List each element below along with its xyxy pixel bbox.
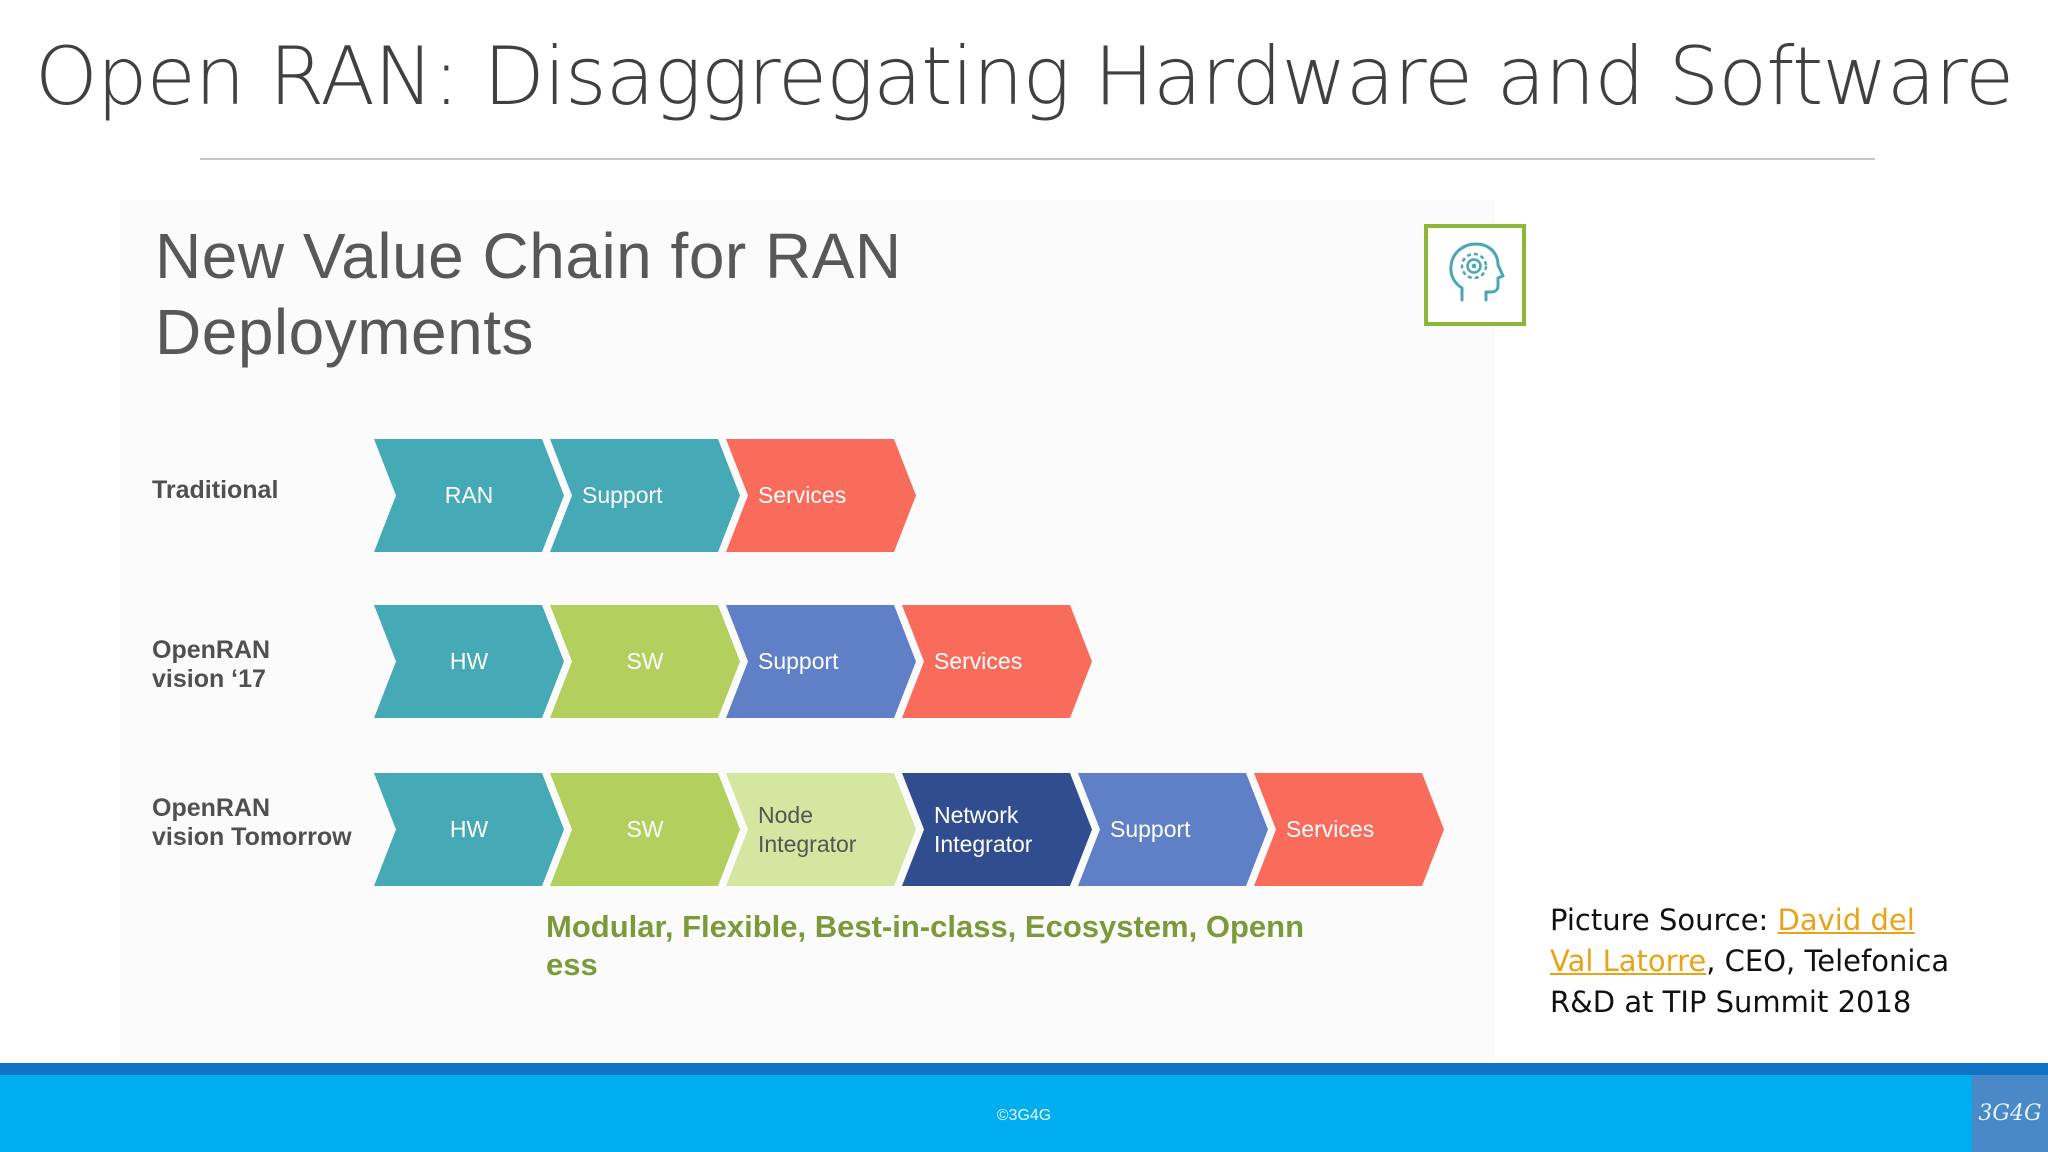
row-label: Traditional <box>152 476 278 505</box>
chevron-label: Support <box>1110 773 1191 886</box>
footer-bar <box>0 1075 2048 1152</box>
chevron-step: Services <box>902 605 1092 718</box>
chevron-step: Services <box>726 439 916 552</box>
chevron-label-line: Integrator <box>758 830 857 857</box>
panel-heading-line-1: New Value Chain for RAN <box>155 220 902 292</box>
chevron-label-line: Node <box>758 801 813 828</box>
panel-heading: New Value Chain for RAN Deployments <box>155 218 1015 370</box>
chevron-label-line: Support <box>582 482 663 508</box>
chevron-label-line: Services <box>934 648 1023 674</box>
chevron-shape <box>902 773 1092 886</box>
chevron-label-line: HW <box>449 816 489 842</box>
chevron-label-line: Services <box>758 482 847 508</box>
chevron-label: Services <box>758 439 846 552</box>
chevron-label-line: HW <box>449 648 489 674</box>
footer-copyright: ©3G4G <box>996 1107 1052 1124</box>
panel-heading-line-2: Deployments <box>155 296 534 368</box>
chevron-label: HW <box>374 605 564 718</box>
chevron-step: Support <box>1078 773 1268 886</box>
chevron-shape <box>550 439 740 552</box>
chevron-step: SW <box>550 773 740 886</box>
chevron-label-line: Services <box>1286 816 1375 842</box>
chevron-step: Services <box>1254 773 1444 886</box>
chevron-label: SW <box>550 773 740 886</box>
head-gear-icon <box>1424 224 1526 326</box>
chevron-step: Support <box>726 605 916 718</box>
chevron-label-line: Integrator <box>934 830 1033 857</box>
chevron-label-line: Support <box>1110 816 1191 842</box>
chevron-label: Support <box>758 605 839 718</box>
chevron-step: HW <box>374 773 564 886</box>
tagline: Modular, Flexible, Best-in-class, Ecosys… <box>546 909 1305 982</box>
chevron-step: Support <box>550 439 740 552</box>
chevron-shape <box>1078 773 1268 886</box>
chevron-shape <box>550 773 740 886</box>
title-divider <box>200 158 1875 160</box>
chevron-label: Services <box>1286 773 1374 886</box>
slide-title: Open RAN: Disaggregating Hardware and So… <box>34 30 2014 123</box>
chevron-step: RAN <box>374 439 564 552</box>
row-label-line: Traditional <box>152 476 279 504</box>
chevron-step: HW <box>374 605 564 718</box>
chevron-shape <box>726 605 916 718</box>
source-suffix: , CEO, Telefonica R&D at TIP Summit 2018 <box>1550 944 1950 1019</box>
chevron-shape <box>550 605 740 718</box>
chevron-label-line: SW <box>626 648 664 674</box>
chevron-label: SW <box>550 605 740 718</box>
chevron-step: SW <box>550 605 740 718</box>
chevron-label: Services <box>934 605 1022 718</box>
chevron-label: Support <box>582 439 663 552</box>
chevron-shape <box>374 605 564 718</box>
row-label-line: vision ‘17 <box>152 665 266 693</box>
chevron-label-line: Network <box>934 801 1019 828</box>
chevron-shape <box>902 605 1092 718</box>
row-label-line: OpenRAN <box>152 636 271 664</box>
chevron-shape <box>726 773 916 886</box>
chevron-shape <box>1254 773 1444 886</box>
chevron-label-line: Support <box>758 648 839 674</box>
chevron-label: HW <box>374 773 564 886</box>
row-label-line: OpenRAN <box>152 794 271 822</box>
chevron-shape <box>374 439 564 552</box>
picture-source: Picture Source: David del Val Latorre, C… <box>1550 900 1950 1023</box>
chevron-label-line: RAN <box>444 482 494 508</box>
footer-accent-bar <box>0 1063 2048 1075</box>
chevron-shape <box>374 773 564 886</box>
chevron-label: RAN <box>374 439 564 552</box>
source-prefix: Picture Source: <box>1550 903 1778 937</box>
source-link[interactable]: David del Val Latorre <box>1550 903 1915 978</box>
chevron-shape <box>726 439 916 552</box>
footer-logo: 3G4G <box>1972 1075 2048 1152</box>
row-label-line: vision Tomorrow <box>152 823 352 851</box>
chevron-label-line: SW <box>626 816 664 842</box>
